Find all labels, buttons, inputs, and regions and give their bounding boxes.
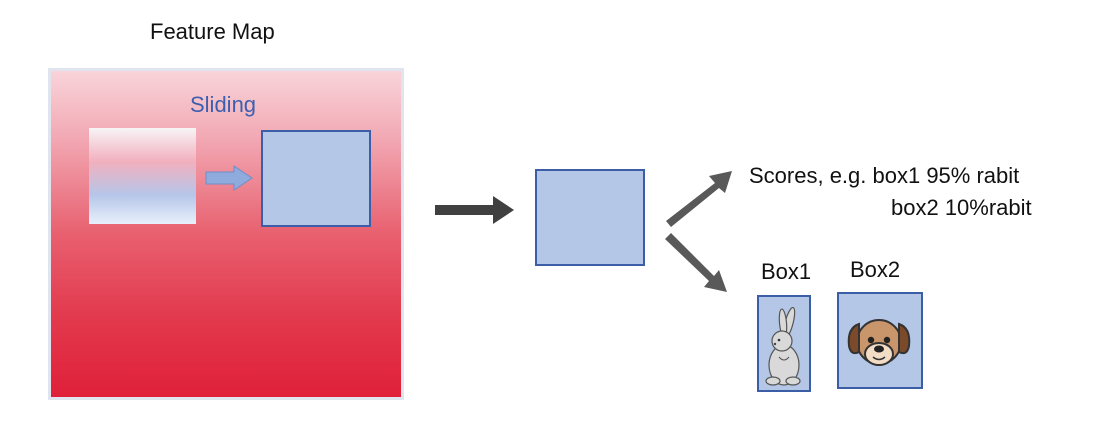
sliding-window-source <box>89 128 196 224</box>
rabbit-icon <box>765 306 801 386</box>
main-arrow <box>435 196 514 224</box>
feature-map <box>48 68 404 400</box>
feature-map-title: Feature Map <box>150 19 275 44</box>
sliding-label: Sliding <box>190 92 257 117</box>
box1-label: Box1 <box>761 259 812 284</box>
box1 <box>757 295 811 392</box>
scores-line-2: box2 10%rabit <box>891 195 1032 220</box>
box2-label: Box2 <box>850 257 901 282</box>
scores-line-1: Scores, e.g. box1 95% rabit <box>749 163 1020 188</box>
intermediate-feature-box <box>535 169 645 266</box>
dog-icon <box>847 319 911 366</box>
boxes-arrow <box>665 233 727 292</box>
scores-arrow <box>666 171 732 227</box>
sliding-window-target <box>261 130 371 227</box>
box2 <box>837 292 923 389</box>
slide-arrow <box>205 165 253 191</box>
